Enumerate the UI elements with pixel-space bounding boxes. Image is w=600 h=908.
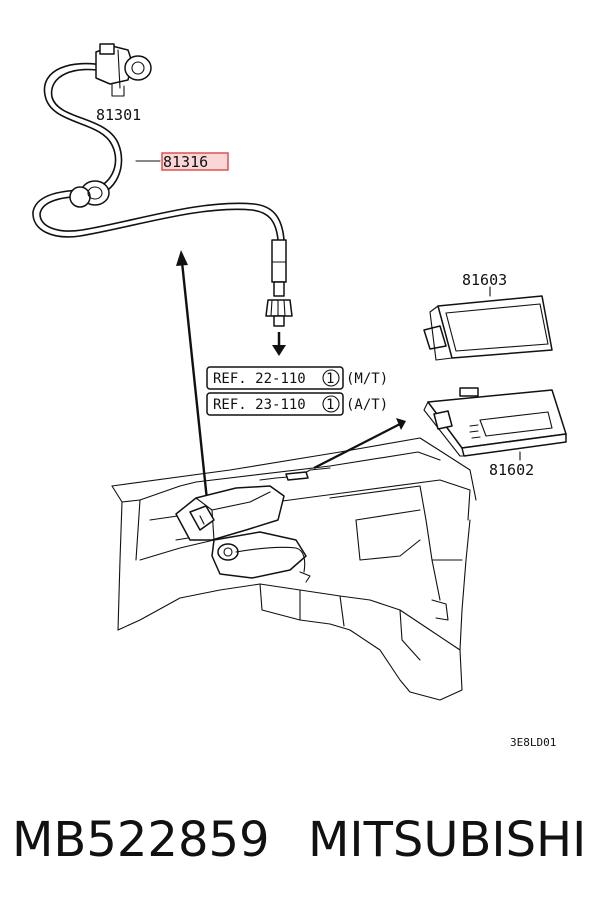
svg-text:(M/T): (M/T) (346, 371, 388, 387)
label-81603: 81603 (462, 271, 507, 289)
reference-1[interactable]: REF. 22-110 1 (M/T) (206, 366, 388, 390)
cable-connector (95, 43, 152, 97)
cable-end-fitting (265, 239, 293, 356)
svg-text:1: 1 (326, 371, 334, 387)
part-number: MB522859 (12, 812, 270, 868)
brand-name: MITSUBISHI (308, 812, 586, 868)
svg-text:REF. 23-110: REF. 23-110 (213, 397, 306, 413)
cable-grommet (69, 180, 110, 208)
pointer-arrow-display (313, 418, 406, 469)
dashboard-illustration (111, 437, 477, 701)
label-81602: 81602 (489, 461, 534, 479)
svg-text:REF. 22-110: REF. 22-110 (213, 371, 306, 387)
upward-pointer-arrow (176, 250, 209, 501)
svg-text:1: 1 (326, 397, 334, 413)
diagram-code: 3E8LD01 (510, 736, 556, 749)
display-unit-81602 (423, 387, 567, 461)
label-81301: 81301 (96, 106, 141, 124)
speedometer-cable (32, 43, 293, 356)
reference-2[interactable]: REF. 23-110 1 (A/T) (206, 392, 388, 416)
label-81316: 81316 (163, 153, 208, 171)
svg-text:(A/T): (A/T) (346, 397, 388, 413)
highlight-box[interactable] (161, 152, 229, 171)
clock-unit-81603 (423, 286, 553, 361)
